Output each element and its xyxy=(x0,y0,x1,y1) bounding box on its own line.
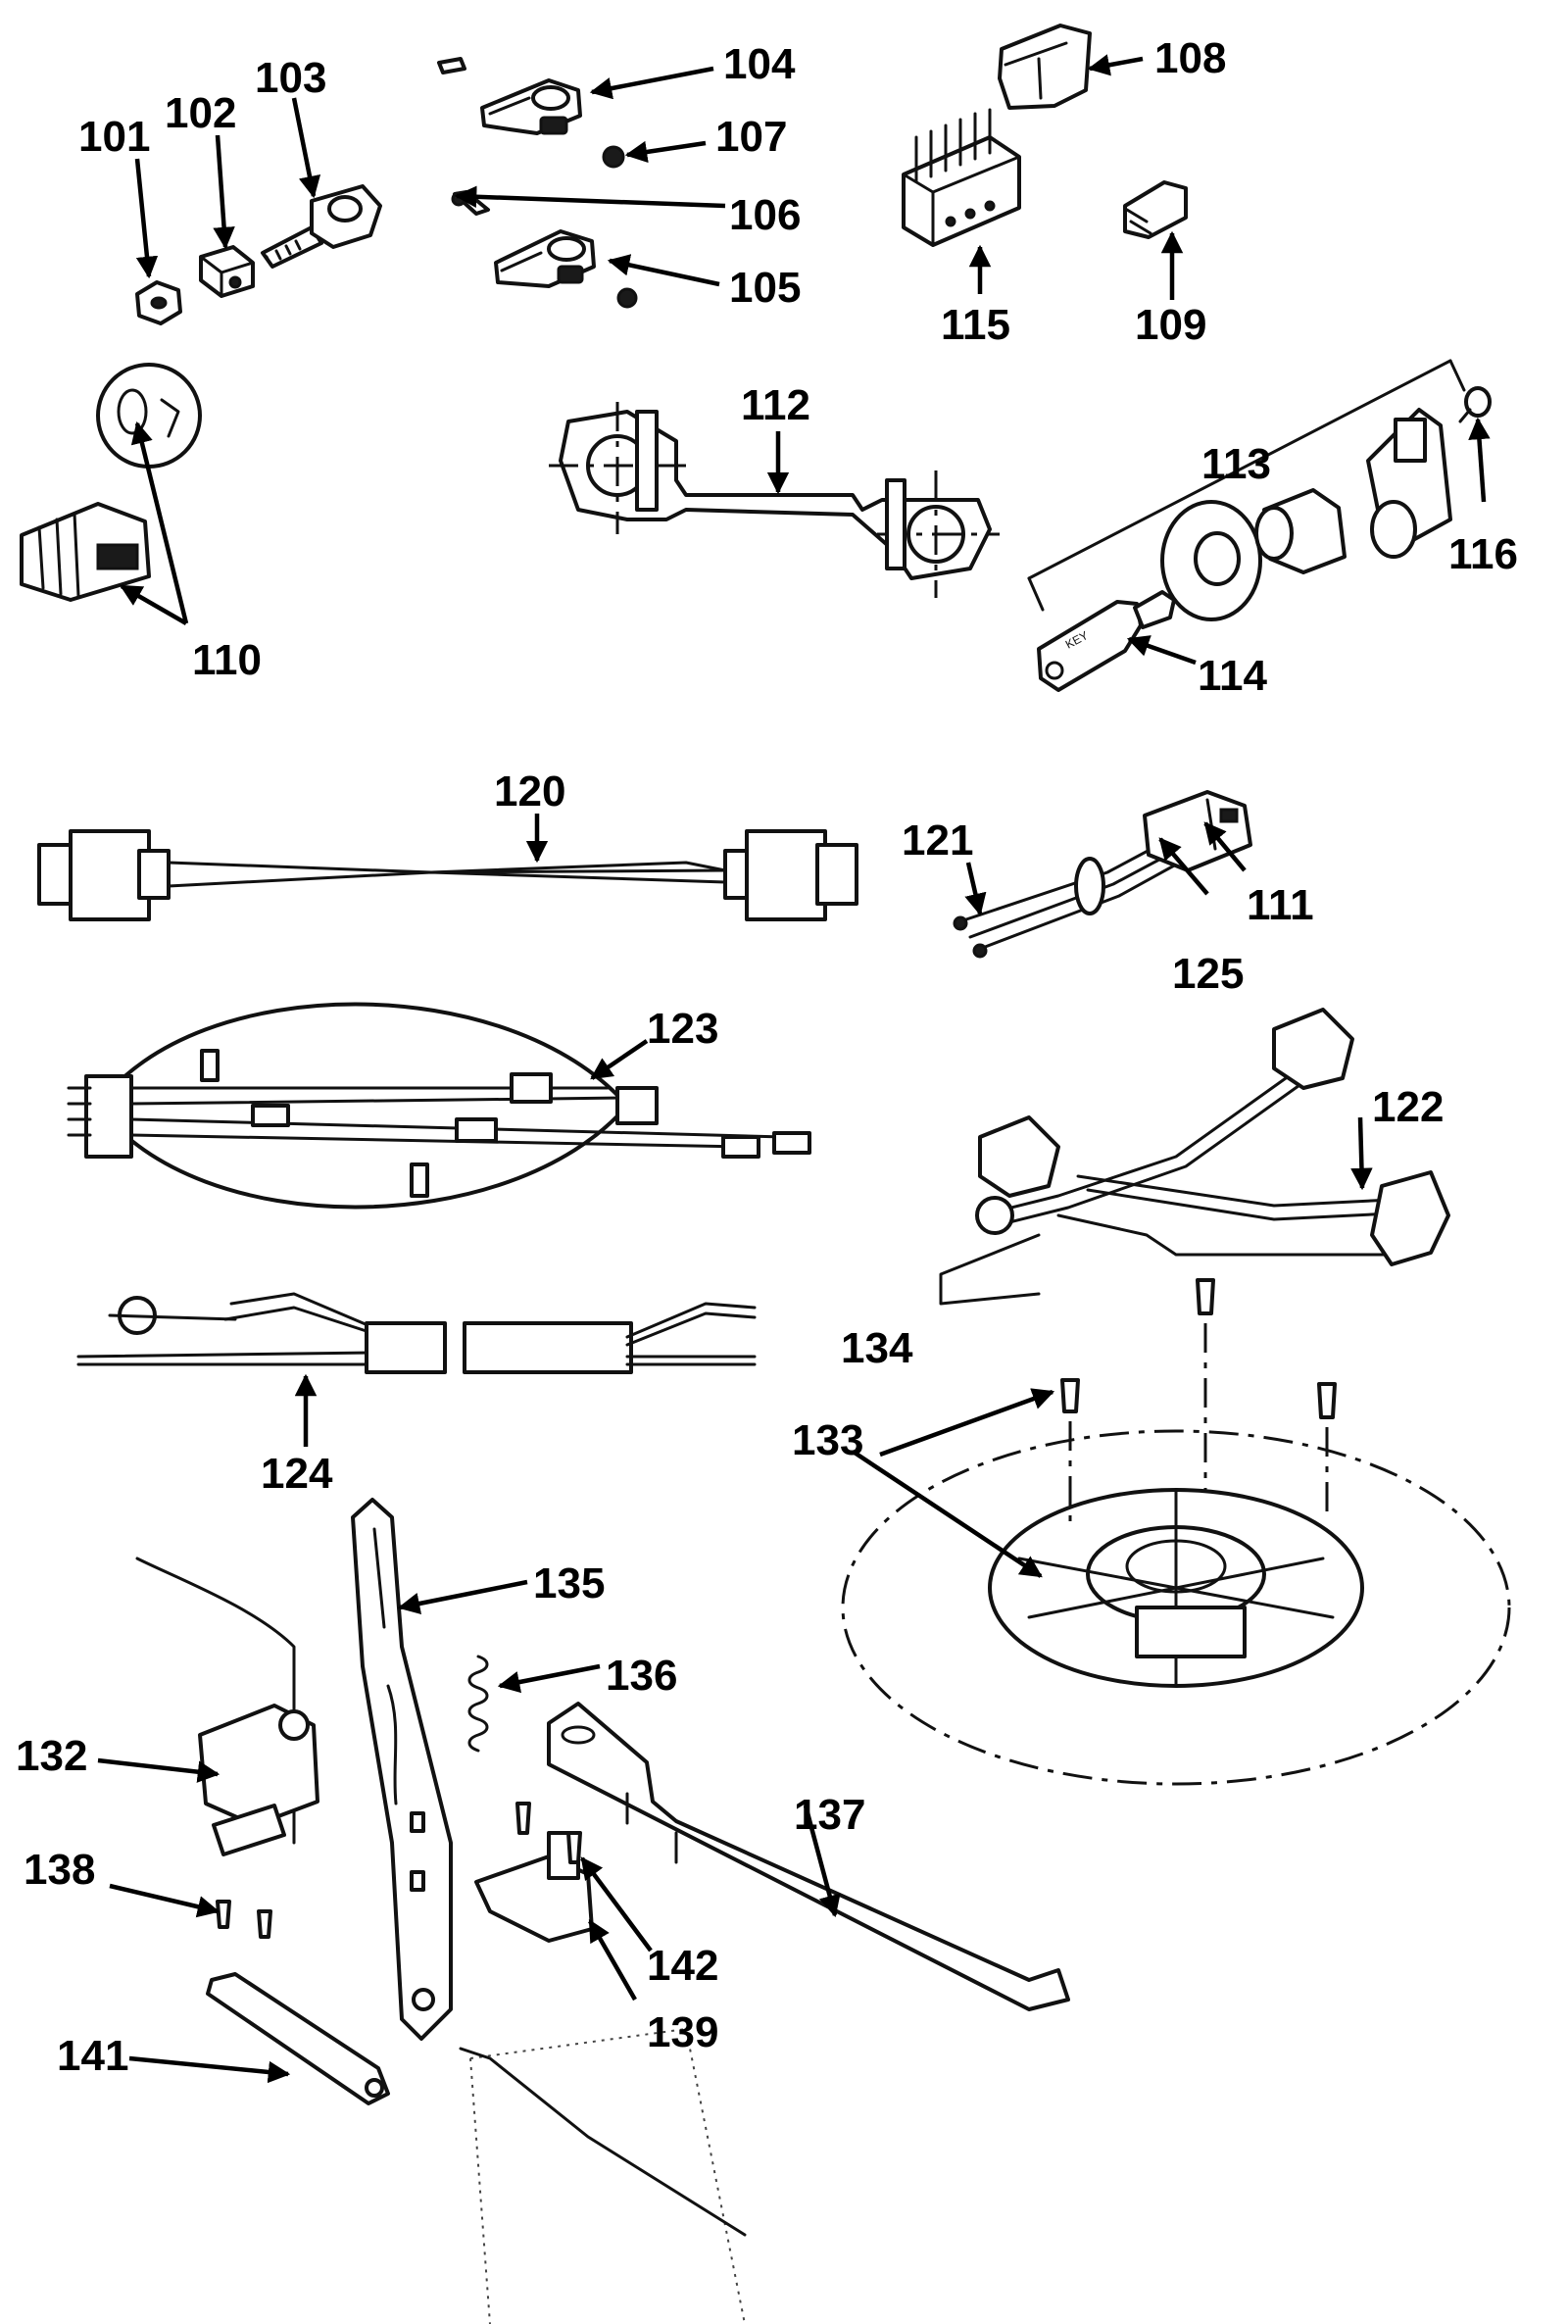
part-112-bracket xyxy=(549,402,1000,598)
callout-134: 134 xyxy=(841,1324,913,1372)
part-138-screws xyxy=(216,1900,272,1939)
callout-101: 101 xyxy=(78,113,150,161)
part-115-connector-block xyxy=(902,108,1021,247)
callout-137: 137 xyxy=(794,1791,865,1839)
callout-135: 135 xyxy=(533,1559,605,1607)
callout-109: 109 xyxy=(1135,301,1206,349)
part-116-screw xyxy=(1458,386,1492,423)
callout-138: 138 xyxy=(24,1846,95,1894)
part-123-harness xyxy=(67,1002,811,1210)
callout-122: 122 xyxy=(1372,1083,1444,1131)
part-114-key: KEY xyxy=(1037,590,1176,692)
part-122-harness xyxy=(939,1008,1450,1306)
part-104-clamp xyxy=(437,57,582,135)
callout-141: 141 xyxy=(57,2032,128,2080)
callout-136: 136 xyxy=(606,1652,677,1700)
part-109-clip xyxy=(1123,180,1188,239)
part-121-harness xyxy=(953,839,1178,959)
callout-123: 123 xyxy=(647,1005,718,1053)
tank-outline xyxy=(459,2027,747,2324)
callout-labels: 101 102 103 104 107 106 105 108 115 109 … xyxy=(16,34,1518,2080)
callout-106: 106 xyxy=(729,191,801,239)
callout-113: 113 xyxy=(1201,440,1271,488)
part-102-block xyxy=(199,245,255,298)
callout-125: 125 xyxy=(1172,950,1244,998)
callout-114: 114 xyxy=(1198,652,1268,700)
callout-139: 139 xyxy=(647,2008,718,2056)
part-137-rod xyxy=(547,1702,1070,2011)
part-142-screws xyxy=(515,1802,582,1864)
part-124-wire-bundle xyxy=(76,1292,757,1374)
callout-107: 107 xyxy=(715,113,787,161)
part-120-cable xyxy=(37,829,858,921)
part-110-plug xyxy=(20,363,202,602)
part-105-clamp xyxy=(494,229,638,309)
part-103-clamp-bolt xyxy=(261,184,382,269)
callout-121: 121 xyxy=(902,816,973,865)
part-136-spring xyxy=(467,1655,489,1753)
callout-124: 124 xyxy=(261,1450,333,1498)
callout-133: 133 xyxy=(792,1416,863,1464)
part-132-bracket xyxy=(135,1557,319,1856)
part-134-screws xyxy=(1060,1278,1337,1529)
leader-lines xyxy=(97,54,1491,2084)
callout-120: 120 xyxy=(494,767,565,816)
callout-104: 104 xyxy=(723,40,796,88)
callout-103: 103 xyxy=(255,54,326,102)
part-108-terminal-cover xyxy=(998,24,1092,110)
callout-102: 102 xyxy=(165,89,236,137)
callout-116: 116 xyxy=(1448,530,1518,578)
part-101-nut xyxy=(135,280,182,325)
callout-111: 111 xyxy=(1247,881,1314,929)
callout-110: 110 xyxy=(192,636,262,684)
callout-115: 115 xyxy=(941,301,1010,349)
part-133-base-plate xyxy=(841,1429,1511,1786)
part-113-lock-assembly xyxy=(1027,359,1466,621)
part-125-grommet xyxy=(1074,857,1105,915)
part-107-nut xyxy=(602,145,625,169)
callout-105: 105 xyxy=(729,264,801,312)
callout-112: 112 xyxy=(741,381,810,429)
part-141-link xyxy=(206,1972,390,2105)
callout-132: 132 xyxy=(16,1732,87,1780)
part-135-lever xyxy=(351,1498,453,2041)
callout-108: 108 xyxy=(1154,34,1226,82)
callout-142: 142 xyxy=(647,1942,718,1990)
